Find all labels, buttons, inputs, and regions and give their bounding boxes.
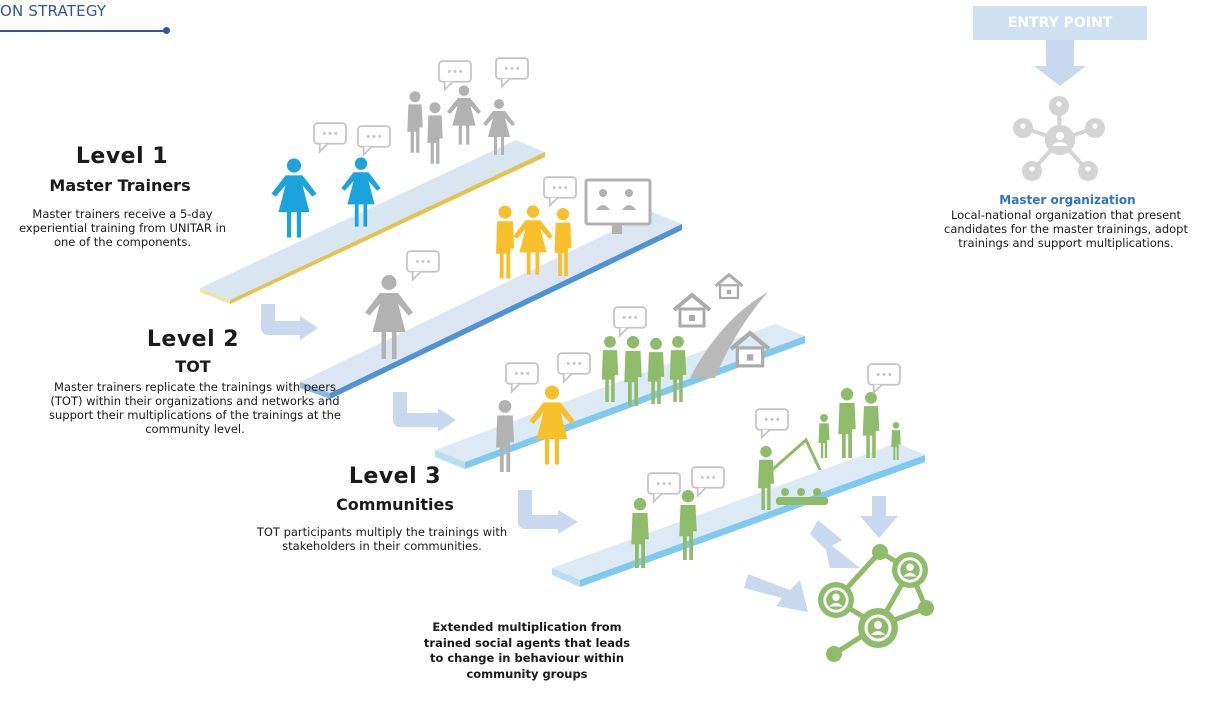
level-2-number: Level 2 (146, 327, 240, 352)
tot-participant-figure-grey (496, 400, 514, 472)
village-icon (672, 273, 769, 378)
header-underline (0, 30, 166, 32)
level-1-description: Master trainers receive a 5-day experien… (18, 207, 227, 249)
level-3-description: TOT participants multiply the trainings … (256, 525, 508, 553)
level-1-number: Level 1 (75, 144, 169, 169)
header-dot (163, 27, 170, 34)
master-organization-title: Master organization (999, 193, 1136, 207)
level-3-name: Communities (336, 495, 454, 514)
entry-point-box: ENTRY POINT (973, 6, 1147, 40)
extended-multiplication-text: Extended multiplication from trained soc… (423, 620, 631, 681)
flow-arrow-3-community (518, 490, 560, 529)
platform-community (552, 443, 925, 587)
level-2-description: Master trainers replicate the trainings … (49, 380, 341, 436)
platform-level-1 (200, 140, 545, 304)
presentation-board-icon (771, 437, 822, 472)
flow-arrow-1-2 (261, 304, 302, 335)
master-trainer-figure (271, 158, 317, 238)
flow-arrow-2-3 (393, 392, 440, 427)
master-organization-icon (1013, 96, 1105, 181)
header-title: ON STRATEGY (0, 2, 107, 20)
arrow-down-icon (860, 496, 898, 538)
entry-arrow-icon (1034, 40, 1086, 86)
community-network-icon (818, 544, 934, 662)
level-1-name: Master Trainers (49, 176, 191, 195)
arrow-right-icon (744, 574, 808, 612)
master-organization-description: Local-national organization that present… (944, 208, 1188, 250)
level-3-number: Level 3 (348, 464, 442, 489)
arrow-diagonal-icon (810, 520, 860, 568)
platform-level-3 (435, 324, 805, 469)
screen-icon (584, 178, 652, 234)
level-2-name: TOT (175, 357, 211, 376)
